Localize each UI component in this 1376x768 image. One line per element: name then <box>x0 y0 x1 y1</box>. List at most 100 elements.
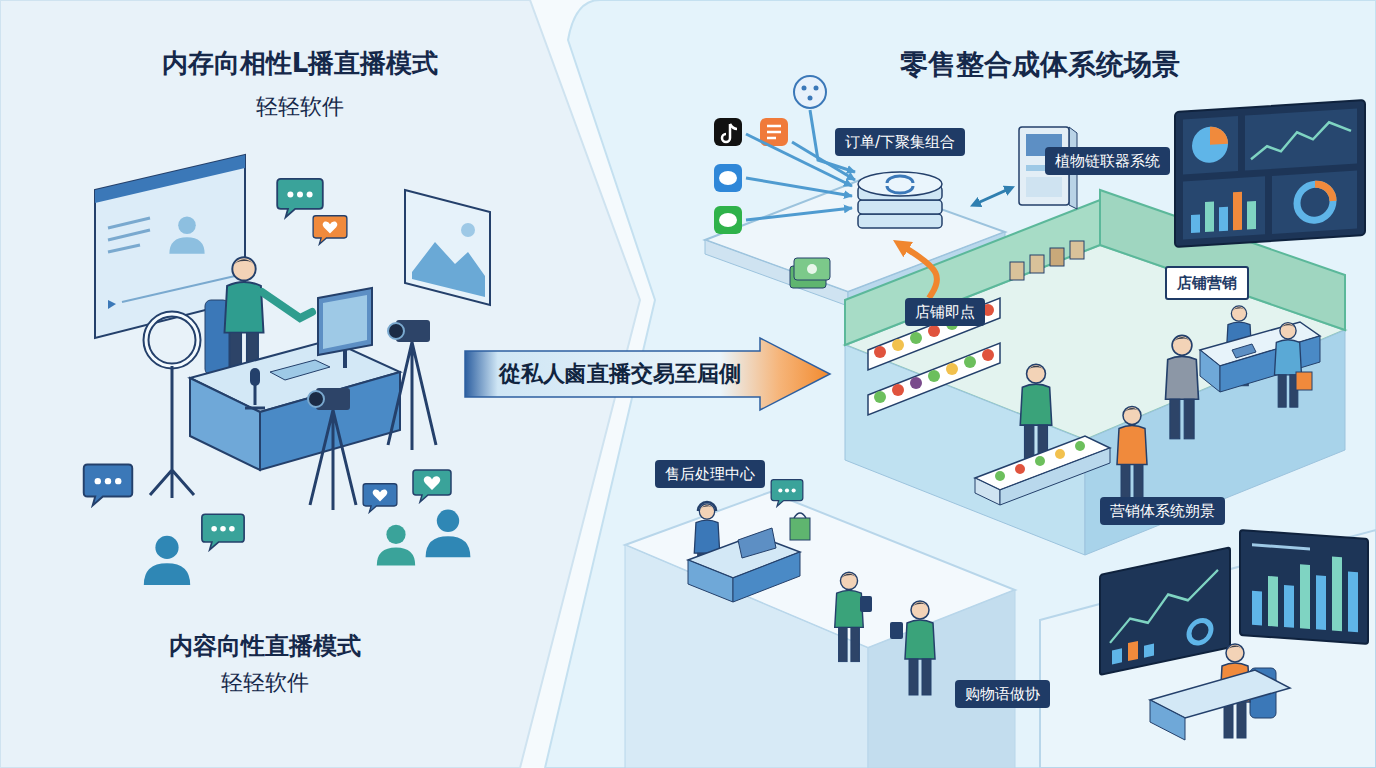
retail-store <box>910 377 922 389</box>
service-platform <box>790 518 810 540</box>
live-studio <box>245 385 265 408</box>
platform-icons <box>814 86 819 91</box>
platform-icons <box>767 126 781 138</box>
retail-store <box>892 384 904 396</box>
retail-store <box>1030 255 1044 273</box>
retail-store <box>1220 336 1320 392</box>
platform-icons <box>722 124 737 142</box>
platform-icons <box>802 86 807 91</box>
live-studio <box>323 295 367 349</box>
analytics-area <box>1150 700 1185 740</box>
dashboard-screen <box>1175 100 1365 247</box>
node-label: 店铺营销 <box>1177 273 1237 293</box>
retail-store <box>892 339 904 351</box>
dashboard-screen <box>1247 201 1256 230</box>
retail-store <box>1166 335 1199 438</box>
live-studio <box>108 218 150 252</box>
staff-label: 购物语做协 <box>955 680 1050 708</box>
retail-store <box>1055 449 1065 459</box>
retail-store <box>1200 350 1220 392</box>
retail-store <box>975 478 1000 505</box>
store-label: 店铺即点 <box>905 298 985 326</box>
retail-store <box>1296 372 1312 390</box>
retail-store <box>928 325 940 337</box>
order-platform <box>807 264 817 274</box>
analytics-area <box>1144 644 1154 658</box>
retail-store <box>1035 456 1045 466</box>
retail-store <box>1010 262 1024 280</box>
retail-store <box>1015 464 1025 474</box>
analytics-area <box>1252 591 1262 626</box>
dashboard-screen <box>1219 207 1228 232</box>
server-layer <box>858 214 942 228</box>
retail-store <box>982 349 994 361</box>
sync-icon <box>887 176 913 193</box>
dashboard-screen <box>1191 214 1200 233</box>
node-label: 售后处理中心 <box>665 464 755 484</box>
dashboard-screen <box>1183 176 1265 239</box>
service-platform <box>860 596 872 612</box>
retail-store <box>1020 364 1052 463</box>
service-platform <box>794 513 806 518</box>
platform-icons <box>719 171 737 185</box>
dashboard-screen <box>1183 116 1238 174</box>
retail-store <box>1075 441 1085 451</box>
dashboard-screen <box>1297 183 1333 221</box>
service-label: 售后处理中心 <box>655 460 765 488</box>
service-platform <box>771 480 803 507</box>
equipment-node: 植物链联器系统 <box>1015 125 1176 210</box>
platform-icons <box>714 206 742 234</box>
retail-store <box>946 363 958 375</box>
order-hub: 订单/下聚集组合 <box>830 128 970 240</box>
service-platform <box>733 552 800 602</box>
analytics-area <box>1110 570 1218 643</box>
retail-store <box>874 391 886 403</box>
connector <box>904 247 937 298</box>
service-platform <box>835 572 864 661</box>
retail-store <box>845 200 1100 345</box>
live-studio <box>122 276 235 302</box>
dashboard-screen <box>1210 126 1228 145</box>
retail-store <box>910 332 922 344</box>
node-label: 购物语做协 <box>965 684 1040 704</box>
analytics-area <box>1189 618 1211 645</box>
live-studio <box>250 368 260 386</box>
analytics-area <box>1252 545 1310 549</box>
node-label: 营销体系统朔景 <box>1110 501 1215 521</box>
service-platform <box>738 528 776 558</box>
service-platform <box>698 502 716 511</box>
dashboard-screen <box>1175 100 1365 247</box>
analytics-area <box>1112 648 1122 664</box>
analytics-area <box>1240 530 1368 644</box>
panel-heading: 内存向相性L播直播模式 <box>162 46 439 81</box>
retail-store <box>1050 248 1064 266</box>
panel-heading: 轻轻软件 <box>256 92 344 122</box>
service-platform <box>688 560 733 602</box>
retail-store <box>1070 241 1084 259</box>
panel-heading: 零售整合成体系统场景 <box>900 46 1180 84</box>
analytics-area <box>1268 576 1278 627</box>
retail-store <box>1000 448 1110 505</box>
panel-outline <box>545 0 1376 768</box>
dashboard-screen <box>1251 121 1351 159</box>
service-platform <box>890 622 903 639</box>
service-platform <box>905 601 935 695</box>
dashboard-screen <box>1315 183 1333 202</box>
node-label: 店铺即点 <box>915 302 975 322</box>
retail-store <box>874 346 886 358</box>
retail-store <box>868 343 1000 415</box>
live-studio <box>108 300 116 309</box>
live-studio <box>343 350 347 368</box>
machine-tray <box>1026 177 1062 197</box>
retail-store <box>928 370 940 382</box>
node-label: 從私人鹵直播交易至屆側 <box>499 359 741 389</box>
panel-heading: 轻轻软件 <box>221 668 309 698</box>
service-platform <box>625 545 868 768</box>
platform-icons <box>794 76 826 108</box>
retail-store <box>1117 407 1147 501</box>
retail-store <box>1275 323 1302 408</box>
live-studio <box>308 391 324 407</box>
analytics-area <box>1332 556 1342 631</box>
server-layer <box>858 200 942 214</box>
